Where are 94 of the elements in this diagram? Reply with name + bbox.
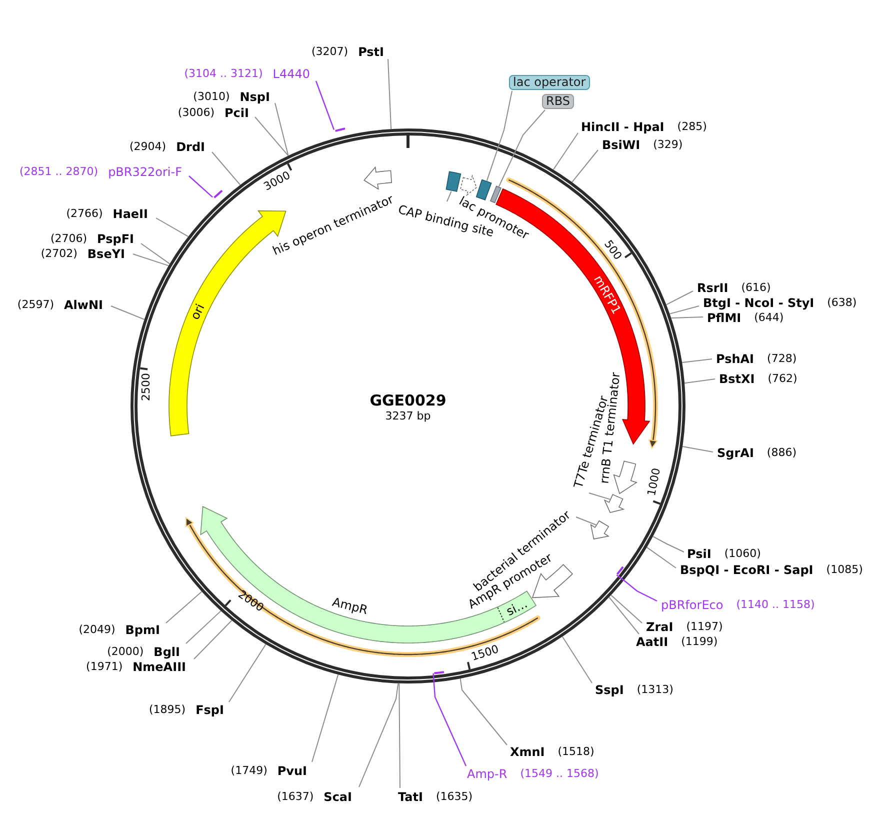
leader-line xyxy=(188,176,213,198)
leader-line xyxy=(684,378,716,384)
site-label: SspI (1313) xyxy=(595,683,674,697)
leader-line xyxy=(682,358,712,363)
site-label: (2597) AlwNI xyxy=(17,298,103,312)
leader-line xyxy=(358,682,399,788)
leader-line xyxy=(646,546,676,568)
primer-mark xyxy=(333,127,347,133)
primer-mark xyxy=(432,670,446,675)
site-label: PsiI (1060) xyxy=(687,547,761,561)
feature-tag: RBS xyxy=(542,94,574,109)
leader-line xyxy=(132,254,170,266)
feature-block xyxy=(445,170,462,193)
leader-line xyxy=(110,306,145,320)
feature-symbol xyxy=(459,174,478,197)
site-label: BstXI (762) xyxy=(719,372,798,386)
site-label: (1749) PvuI xyxy=(230,764,307,778)
primer-label: Amp-R (1549 .. 1568) xyxy=(467,767,599,781)
site-label: HincII - HpaI (285) xyxy=(581,120,707,134)
site-label: (2049) BpmI xyxy=(78,623,160,637)
primer-label: pBRforEco (1140 .. 1158) xyxy=(661,598,815,612)
feature-block xyxy=(475,178,493,201)
leader-line xyxy=(388,58,392,130)
leader-line xyxy=(486,90,512,182)
site-label: PshAI (728) xyxy=(716,352,797,366)
site-label: PflMI (644) xyxy=(707,311,784,325)
feature-name: si… xyxy=(504,597,530,619)
plasmid-size: 3237 bp xyxy=(385,410,431,422)
site-label: (2706) PspFI xyxy=(50,232,134,246)
leader-line xyxy=(212,152,241,186)
leader-line xyxy=(666,290,694,306)
leader-line xyxy=(228,644,266,702)
feature-symbol xyxy=(612,460,638,495)
leader-line xyxy=(446,190,452,202)
leader-line xyxy=(670,316,704,318)
site-label: (1971) NmeAIII xyxy=(86,660,186,674)
leader-line xyxy=(498,110,546,187)
primer-label: (2851 .. 2870) pBR322ori-F xyxy=(20,165,182,179)
leader-line xyxy=(186,610,222,644)
site-label: (2904) DrdI xyxy=(129,140,205,154)
site-label: BsiWI (329) xyxy=(602,138,683,152)
leader-line xyxy=(254,116,289,156)
leader-line xyxy=(588,492,610,500)
site-label: (1637) ScaI xyxy=(277,790,352,804)
primer-mark xyxy=(212,189,224,200)
leader-line xyxy=(616,574,658,602)
feature-label: AmpR xyxy=(330,594,370,618)
leader-line xyxy=(194,620,232,660)
tick-label: 3000 xyxy=(262,170,292,192)
leader-line xyxy=(571,150,598,183)
leader-line xyxy=(610,594,642,624)
leader-line xyxy=(552,132,578,170)
site-label: (3010) NspI xyxy=(193,90,270,104)
site-label: TatI (1635) xyxy=(398,790,473,804)
tick-label: 1000 xyxy=(646,467,662,497)
site-label: BtgI - NcoI - StyI (638) xyxy=(703,296,857,310)
leader-line xyxy=(608,596,640,634)
leader-line xyxy=(669,306,700,314)
site-label: (3006) PciI xyxy=(178,106,249,120)
leader-line xyxy=(576,516,597,526)
leader-line xyxy=(682,446,714,452)
site-label: XmnI (1518) xyxy=(510,745,594,759)
primer-label: (3104 .. 3121) L4440 xyxy=(184,67,310,81)
plasmid-name: GGE0029 xyxy=(370,394,446,408)
leader-line xyxy=(432,673,467,766)
site-label: (2702) BseYI xyxy=(40,247,125,261)
tick-label: 1500 xyxy=(470,643,500,663)
site-label: ZraI (1197) xyxy=(646,620,723,634)
leader-line xyxy=(460,678,508,746)
leader-line xyxy=(312,674,339,762)
feature-name: ori xyxy=(188,302,208,322)
primer-mark xyxy=(615,565,625,576)
site-label: (3207) PstI xyxy=(311,45,384,59)
site-label: (1895) FspI xyxy=(149,703,224,717)
site-label: AatII (1199) xyxy=(636,635,718,649)
leader-line xyxy=(166,591,202,624)
leader-line xyxy=(140,243,170,264)
feature-symbol xyxy=(363,166,393,191)
tick-label: 2500 xyxy=(140,373,152,401)
site-label: BspQI - EcoRI - SapI (1085) xyxy=(680,563,863,577)
leader-line xyxy=(398,682,400,788)
leader-line xyxy=(562,636,592,684)
feature-tag: lac operator xyxy=(509,75,590,90)
site-label: (2000) BglI xyxy=(107,645,180,659)
site-label: RsrII (616) xyxy=(697,281,771,295)
site-label: (2766) HaeII xyxy=(66,207,148,221)
leader-line xyxy=(274,102,289,156)
feature-symbol xyxy=(589,519,610,541)
leader-line xyxy=(156,218,189,238)
leader-line xyxy=(652,536,684,552)
leader-line xyxy=(315,80,335,130)
site-label: SgrAI (886) xyxy=(717,446,796,460)
feature-block xyxy=(489,185,502,204)
feature-symbol xyxy=(603,493,625,514)
